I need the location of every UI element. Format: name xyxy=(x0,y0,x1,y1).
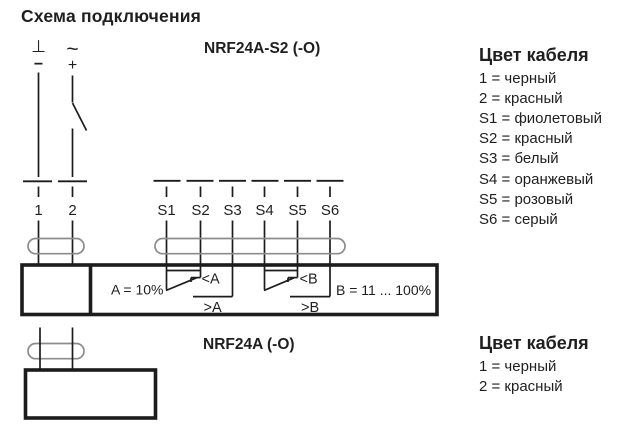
terminal-s6-label: S6 xyxy=(321,202,339,219)
supply-wires xyxy=(37,72,88,177)
aux-switch-b: <B >B B = 11 ... 100% xyxy=(263,269,431,316)
switch-b-blade xyxy=(263,277,295,292)
minus-symbol: − xyxy=(34,56,43,73)
legend-item: S3 = белый xyxy=(479,150,559,168)
switch-b-value-label: B = 11 ... 100% xyxy=(336,282,431,298)
legend-item: S4 = оранжевый xyxy=(479,170,594,188)
legend-2-heading: Цвет кабеля xyxy=(479,333,589,353)
cable-gland-power-2 xyxy=(27,342,85,360)
terminal-s1-label: S1 xyxy=(157,202,175,219)
cable-glands xyxy=(27,237,346,360)
legend-item: S5 = розовый xyxy=(479,190,574,208)
switch-b-above-label: >B xyxy=(301,300,319,316)
legend-item: 2 = красный xyxy=(479,377,563,395)
legend-1-heading: Цвет кабеля xyxy=(479,45,589,65)
legend-item: 1 = черный xyxy=(479,69,557,87)
actuator-box-nrf24a-s2 xyxy=(20,263,439,317)
diagram2-wires xyxy=(39,327,74,371)
cable-gland-power xyxy=(27,237,85,255)
cable-color-legend-1: Цвет кабеля 1 = черный 2 = красный S1 = … xyxy=(479,45,625,230)
page-title: Схема подключения xyxy=(21,6,202,26)
legend-item: S2 = красный xyxy=(479,130,573,148)
legend-item: 2 = красный xyxy=(479,89,563,107)
cable-gland-signal xyxy=(154,237,346,255)
terminal-1-label: 1 xyxy=(34,202,42,219)
switch-a-above-label: >A xyxy=(204,300,222,316)
switch-a-below-label: <A xyxy=(202,272,220,288)
switch-b-below-label: <B xyxy=(300,272,318,288)
terminal-s3-label: S3 xyxy=(223,202,241,219)
terminal-s5-label: S5 xyxy=(288,202,306,219)
terminal-s4-label: S4 xyxy=(255,202,273,219)
aux-switch-a: A = 10% <A >A xyxy=(111,269,233,316)
actuator2-outline xyxy=(23,368,158,420)
actuator-box-nrf24a xyxy=(23,368,158,420)
legend-item: S6 = серый xyxy=(479,210,558,228)
legend-item: 1 = черный xyxy=(479,357,557,375)
terminal-block-power: 1 2 xyxy=(23,180,87,266)
plus-symbol: + xyxy=(68,57,77,74)
terminal-block-signal: S1 S2 S3 S4 S5 S6 xyxy=(153,179,344,297)
ground-symbol: ⊥ xyxy=(31,37,46,56)
legend-item: S1 = фиолетовый xyxy=(479,109,602,127)
terminal-2-label: 2 xyxy=(68,202,76,219)
switch-a-value-label: A = 10% xyxy=(111,282,164,298)
diagram2-model-label: NRF24A (-O) xyxy=(203,336,295,353)
cable-color-legend-2: Цвет кабеля 1 = черный 2 = красный xyxy=(479,333,625,397)
supply-symbols: ⊥ ~ − + xyxy=(31,37,79,74)
terminal-s2-label: S2 xyxy=(191,202,209,219)
ac-symbol: ~ xyxy=(66,38,78,61)
diagram1-model-label: NRF24A-S2 (-O) xyxy=(204,40,321,57)
supply-switch-blade xyxy=(71,102,88,131)
